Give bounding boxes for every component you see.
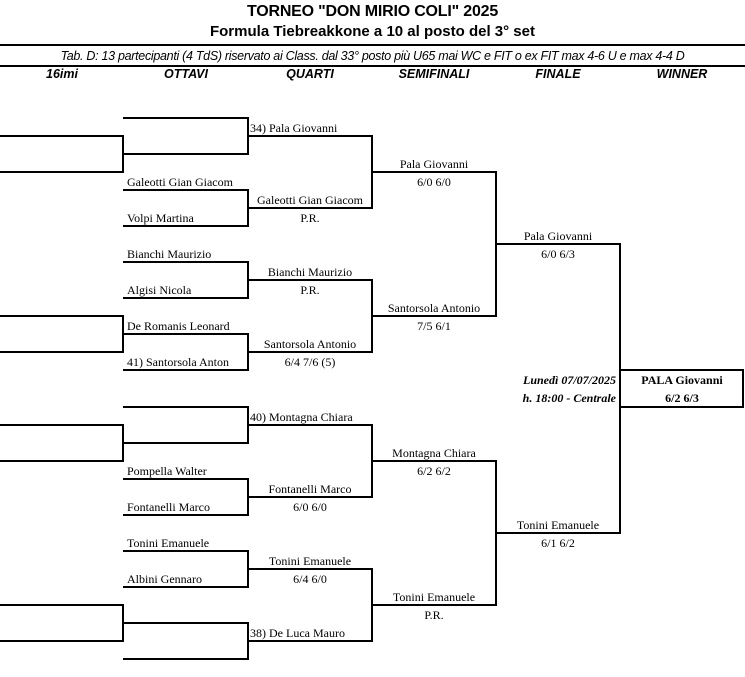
- match-score: 6/2 6/2: [417, 464, 451, 478]
- player-quarti: Tonini Emanuele: [268, 554, 352, 568]
- player-ottavi: Tonini Emanuele: [127, 536, 210, 550]
- divider: [0, 44, 745, 46]
- final-date: Lunedì 07/07/2025: [522, 373, 616, 387]
- tournament-subtitle: Formula Tiebreakkone a 10 al posto del 3…: [209, 23, 535, 40]
- player-ottavi: Bianchi Maurizio: [127, 247, 212, 261]
- match-score: 6/0 6/0: [417, 175, 451, 189]
- player-ottavi: Volpi Martina: [127, 211, 194, 225]
- match-score: 6/1 6/2: [541, 536, 575, 550]
- player-finale: Tonini Emanuele: [516, 518, 600, 532]
- player-quarti: 38) De Luca Mauro: [250, 626, 345, 640]
- player-semifinale: Pala Giovanni: [399, 157, 469, 171]
- match-score: 6/0 6/3: [541, 247, 575, 261]
- player-quarti: 34) Pala Giovanni: [250, 121, 338, 135]
- player-quarti: Santorsola Antonio: [263, 337, 357, 351]
- player-ottavi: Albini Gennaro: [127, 572, 202, 586]
- match-score: P.R.: [300, 211, 320, 225]
- column-header-quarti: QUARTI: [286, 67, 334, 81]
- column-header-finale: FINALE: [535, 67, 581, 81]
- player-ottavi: Pompella Walter: [127, 464, 207, 478]
- player-ottavi: Galeotti Gian Giacom: [127, 175, 233, 189]
- player-ottavi: 41) Santorsola Anton: [127, 355, 229, 369]
- player-finale: Pala Giovanni: [523, 229, 593, 243]
- match-score: 6/4 6/0: [293, 572, 327, 586]
- match-score: 6/0 6/0: [293, 500, 327, 514]
- player-ottavi: Fontanelli Marco: [127, 500, 210, 514]
- player-quarti: Fontanelli Marco: [268, 482, 352, 496]
- draw-description: Tab. D: 13 partecipanti (4 TdS) riservat…: [60, 49, 685, 63]
- match-score: 7/5 6/1: [417, 319, 451, 333]
- match-score: P.R.: [424, 608, 444, 622]
- player-semifinale: Tonini Emanuele: [392, 590, 476, 604]
- column-header-semifinali: SEMIFINALI: [398, 67, 470, 81]
- winner-name: PALA Giovanni: [641, 373, 723, 387]
- match-score: P.R.: [300, 283, 320, 297]
- player-semifinale: Montagna Chiara: [392, 446, 476, 460]
- player-quarti: Galeotti Gian Giacom: [257, 193, 363, 207]
- divider: [0, 65, 745, 67]
- player-semifinale: Santorsola Antonio: [387, 301, 481, 315]
- winner-score: 6/2 6/3: [665, 391, 699, 405]
- player-ottavi: Algisi Nicola: [127, 283, 192, 297]
- tournament-title: TORNEO "DON MIRIO COLI" 2025: [246, 3, 499, 20]
- final-time-court: h. 18:00 - Centrale: [522, 391, 616, 405]
- player-ottavi: De Romanis Leonard: [127, 319, 230, 333]
- column-header-16imi: 16imi: [46, 67, 78, 81]
- column-header-ottavi: OTTAVI: [164, 67, 208, 81]
- column-header-winner: WINNER: [656, 67, 708, 81]
- match-score: 6/4 7/6 (5): [284, 355, 336, 369]
- player-quarti: 40) Montagna Chiara: [250, 410, 353, 424]
- player-quarti: Bianchi Maurizio: [267, 265, 353, 279]
